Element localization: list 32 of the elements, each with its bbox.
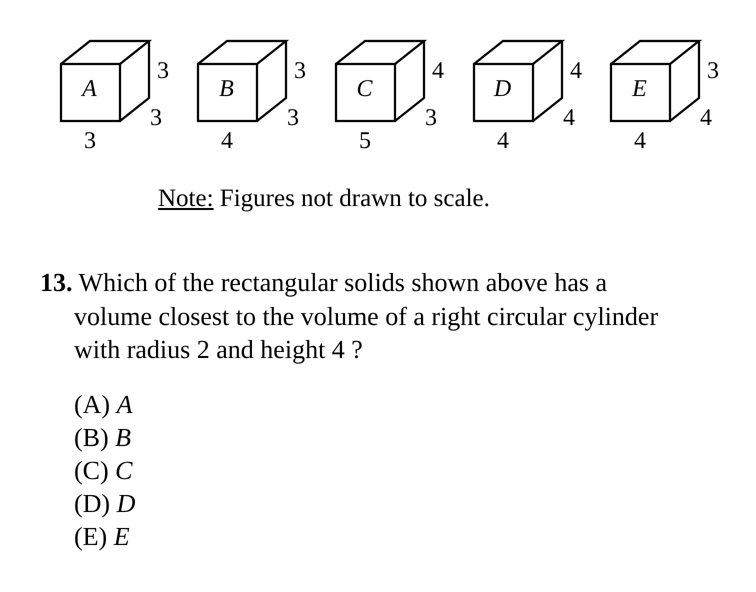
answer-choice: (D) D [74, 489, 136, 519]
cube-label: E [630, 77, 648, 101]
dimension-label: 3 [424, 106, 438, 130]
cube-drawing [610, 40, 702, 124]
dimension-label: 3 [156, 59, 170, 83]
cube-drawing [335, 40, 427, 124]
cube-drawing [60, 40, 152, 124]
dimension-label: 4 [431, 59, 445, 83]
cube-label: B [218, 77, 235, 101]
dimension-label: 5 [358, 129, 372, 153]
cube-label: D [492, 77, 512, 101]
dimension-label: 4 [699, 106, 713, 130]
dimension-label: 3 [293, 59, 307, 83]
question-text: 13. Which of the rectangular solids shown above has a volume closest to the volume of a right circular cylinder with radius 2 and height 4 ? [40, 267, 660, 366]
cube-label: C [355, 77, 374, 101]
dimension-label: 4 [569, 59, 583, 83]
dimension-label: 4 [220, 129, 234, 153]
dimension-label: 4 [562, 106, 576, 130]
dimension-label: 4 [633, 129, 647, 153]
dimension-label: 3 [83, 129, 97, 153]
cube-label: A [80, 77, 98, 101]
answer-choice: (C) C [74, 456, 133, 486]
answer-choice: (B) B [74, 423, 132, 453]
dimension-label: 3 [706, 59, 720, 83]
answer-choice: (E) E [74, 522, 130, 552]
note-text: Note: Figures not drawn to scale. [158, 184, 490, 214]
dimension-label: 3 [149, 106, 163, 130]
dimension-label: 3 [286, 106, 300, 130]
dimension-label: 4 [496, 129, 510, 153]
cube-drawing [197, 40, 289, 124]
answer-choice: (A) A [74, 390, 132, 420]
cube-drawing [473, 40, 565, 124]
